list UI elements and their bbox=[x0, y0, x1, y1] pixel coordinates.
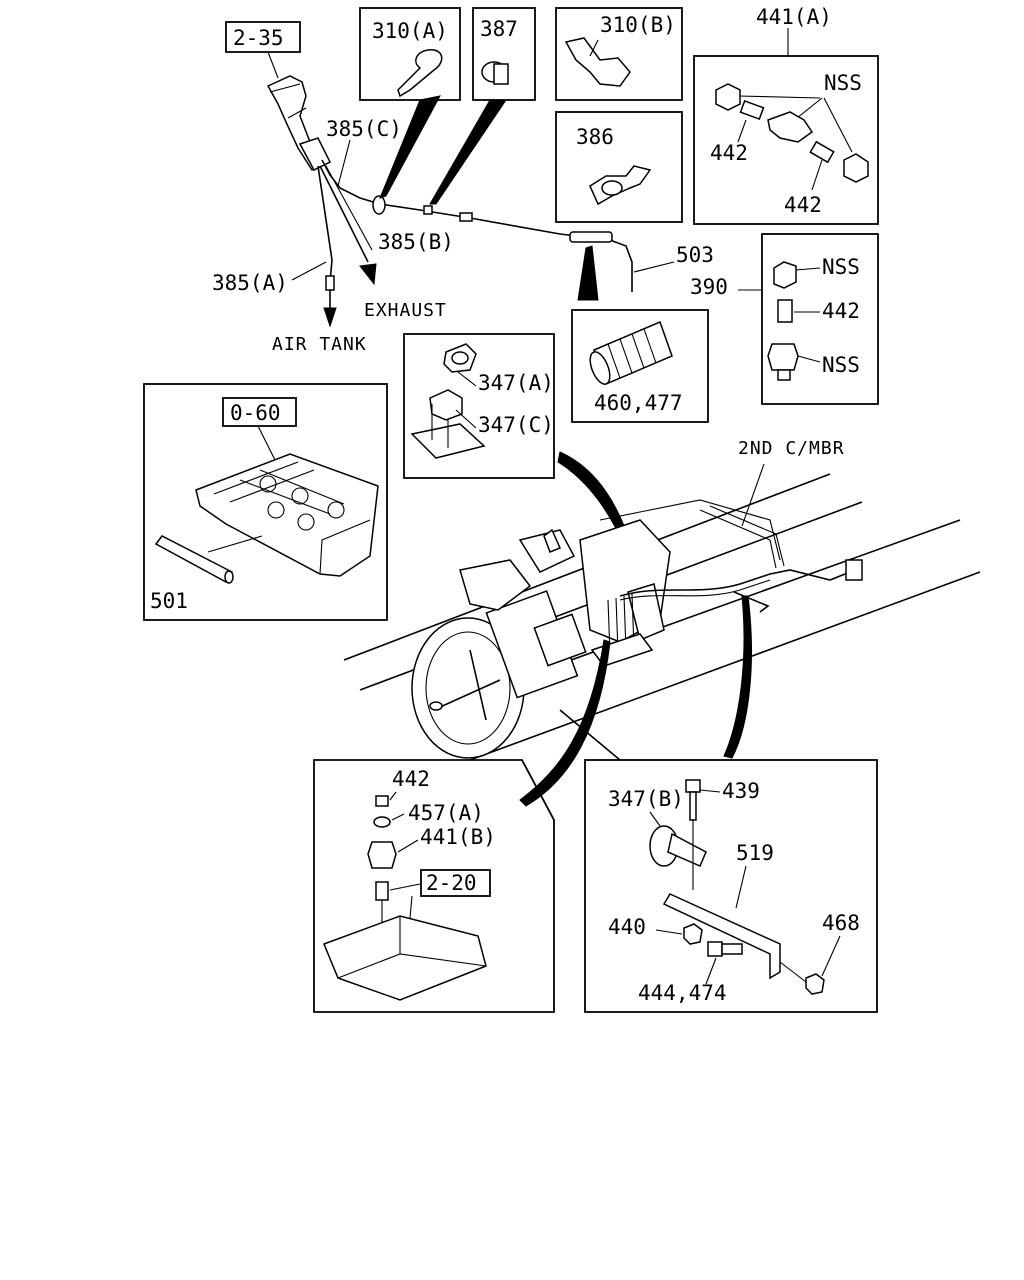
part-box-386[interactable]: 386 bbox=[555, 111, 683, 223]
transmission-frame-illustration bbox=[343, 473, 981, 761]
label-442: 442 bbox=[784, 193, 822, 217]
part-box-310a[interactable]: 310(A) bbox=[359, 7, 461, 101]
part-number: 387 bbox=[480, 17, 518, 41]
boot-on-line bbox=[569, 231, 613, 243]
part-box-390[interactable]: NSS 442 NSS bbox=[761, 233, 879, 405]
label-exhaust: EXHAUST bbox=[364, 300, 447, 321]
part-box-441b[interactable]: 442 457(A) 441(B) 2-20 bbox=[313, 759, 555, 1013]
label-2nd-cross-member: 2ND C/MBR bbox=[738, 438, 845, 459]
label-501: 501 bbox=[150, 589, 188, 613]
label-442: 442 bbox=[710, 141, 748, 165]
part-box-347a-347c[interactable]: 347(A) 347(C) bbox=[403, 333, 555, 479]
label-347a: 347(A) bbox=[478, 371, 554, 395]
label-nss: NSS bbox=[822, 255, 860, 279]
clip-387-on-line bbox=[423, 205, 433, 215]
label-385a: 385(A) bbox=[212, 271, 288, 295]
connector-on-line bbox=[459, 212, 473, 222]
label-439: 439 bbox=[722, 779, 760, 803]
arrow-air-tank-icon bbox=[323, 275, 337, 328]
clip-310a-on-line bbox=[372, 195, 386, 215]
reference-box-2-35[interactable]: 2-35 bbox=[225, 21, 301, 53]
reference-label: 2-35 bbox=[233, 26, 284, 50]
part-box-460-477[interactable]: 460,477 bbox=[571, 309, 709, 423]
part-box-441a[interactable]: NSS 442 442 bbox=[693, 55, 879, 225]
callout-pointer bbox=[577, 245, 599, 301]
callout-pointer bbox=[723, 595, 752, 759]
label-nss: NSS bbox=[824, 71, 862, 95]
label-440: 440 bbox=[608, 915, 646, 939]
label-385b: 385(B) bbox=[378, 230, 454, 254]
part-box-0-60[interactable]: 0-60 501 bbox=[143, 383, 388, 621]
callout-pointer bbox=[519, 639, 611, 807]
callout-pointer bbox=[429, 99, 507, 205]
shift-lever-illustration bbox=[266, 75, 332, 171]
part-box-387[interactable]: 387 bbox=[472, 7, 536, 101]
label-503: 503 bbox=[676, 243, 714, 267]
reference-label: 2-20 bbox=[426, 871, 477, 895]
label-457a: 457(A) bbox=[408, 801, 484, 825]
reference-label: 0-60 bbox=[230, 401, 281, 425]
label-441a: 441(A) bbox=[756, 5, 832, 29]
label-nss: NSS bbox=[822, 353, 860, 377]
connector-block bbox=[845, 559, 863, 581]
arrow-exhaust-icon bbox=[359, 263, 377, 286]
label-519: 519 bbox=[736, 841, 774, 865]
label-444-474: 444,474 bbox=[638, 981, 727, 1005]
part-box-310b[interactable]: 310(B) bbox=[555, 7, 683, 101]
label-468: 468 bbox=[822, 911, 860, 935]
part-number: 460,477 bbox=[594, 391, 683, 415]
label-442: 442 bbox=[392, 767, 430, 791]
label-385c: 385(C) bbox=[326, 117, 402, 141]
label-air-tank: AIR TANK bbox=[272, 334, 367, 355]
label-347c: 347(C) bbox=[478, 413, 554, 437]
label-390: 390 bbox=[690, 275, 728, 299]
part-number: 310(B) bbox=[600, 13, 676, 37]
label-441b: 441(B) bbox=[420, 825, 496, 849]
part-number: 310(A) bbox=[372, 19, 448, 43]
part-box-519[interactable]: 347(B) 439 519 440 468 444,474 bbox=[584, 759, 878, 1013]
label-442: 442 bbox=[822, 299, 860, 323]
part-number: 386 bbox=[576, 125, 614, 149]
label-347b: 347(B) bbox=[608, 787, 684, 811]
callout-pointer bbox=[379, 95, 441, 199]
